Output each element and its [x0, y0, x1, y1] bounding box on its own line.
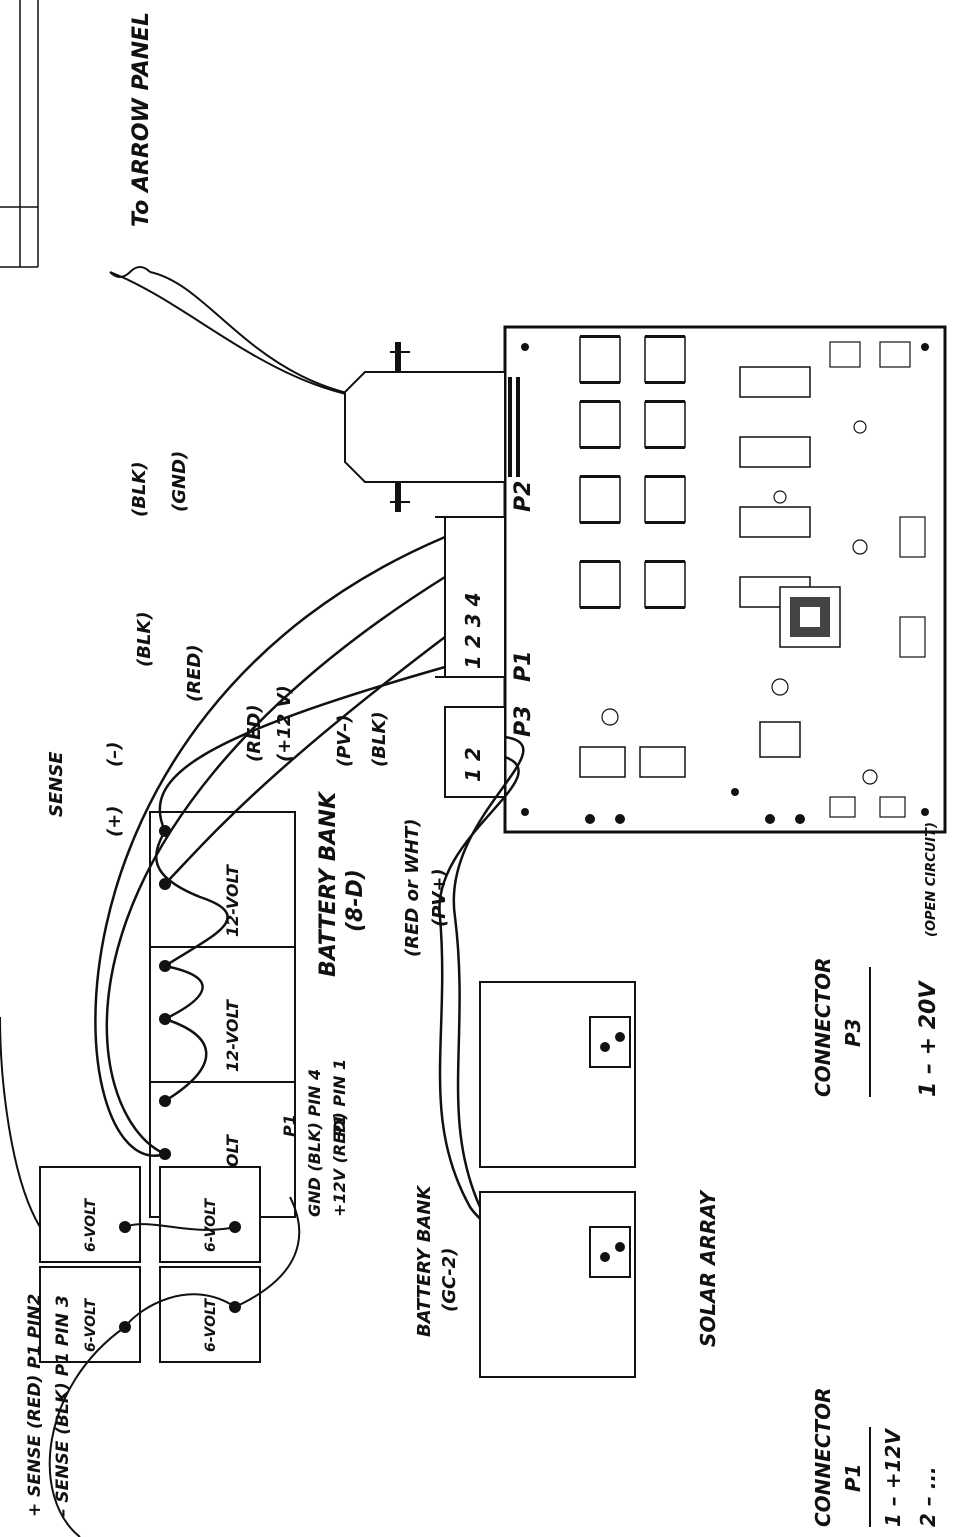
battery-bank-gc2 [39, 1166, 261, 1363]
sense-plus-label: (+) [104, 805, 125, 837]
blk-wire-label-1: (BLK) [134, 611, 155, 667]
gnd-note-2: GND (BLK) PIN 4 [305, 1069, 324, 1217]
sense-minus-note: – SENSE (BLK) P1 PIN 3 [53, 1295, 73, 1517]
p3-label: P3 [511, 706, 536, 737]
connector-p3: 1 2 [444, 706, 506, 798]
connector-p3-table: CONNECTOR P3 1 – + 20V (OPEN CIRCUIT) [811, 822, 941, 1097]
battery-12v-label-2: 12-VOLT [223, 999, 242, 1072]
pv-minus-label: (PV–) [334, 714, 355, 767]
gnd-note-1: P1 [280, 1114, 299, 1137]
blk-wire-label-2: (BLK) [129, 461, 150, 517]
battery-6v-label-3: 6-VOLT [203, 1297, 219, 1352]
gnd-note-3: P1 [330, 1114, 349, 1137]
red-wht-label: (RED or WHT) [402, 818, 423, 957]
p2-label: P2 [511, 481, 536, 512]
battery-6v-label-4: 6-VOLT [203, 1197, 219, 1252]
connector-p1-row-1: 1 – +12V [881, 1428, 905, 1527]
battery-bank-8d-label: BATTERY BANK [316, 790, 341, 977]
p1-label: P1 [511, 651, 536, 682]
battery-bank-gc2-sublabel: (GC-2) [439, 1248, 460, 1312]
v12-note: +12V (RED) PIN 1 [330, 1059, 349, 1217]
battery-bank-8d-sublabel: (8-D) [343, 869, 368, 932]
to-arrow-panel-label: To ARROW PANEL [129, 12, 154, 227]
connector-p1-title: CONNECTOR [811, 1387, 835, 1527]
p3-pins-label: 1 2 [461, 747, 485, 782]
solar-array-label: SOLAR ARRAY [696, 1189, 720, 1347]
connector-p3-title: CONNECTOR [811, 957, 835, 1097]
p1-pins-label: 1 2 3 4 [461, 592, 485, 669]
battery-6v-label-2: 6-VOLT [83, 1197, 99, 1252]
battery-6v-label-1: 6-VOLT [83, 1297, 99, 1352]
connector-p1: 1 2 3 4 [435, 516, 506, 678]
sense-minus-label: (–) [104, 742, 125, 767]
gnd-wire-label: (GND) [169, 451, 190, 512]
sense-label: SENSE [46, 751, 67, 817]
connector-p3-note: (OPEN CIRCUIT) [924, 822, 939, 937]
pv-blk-label: (BLK) [369, 711, 390, 767]
connector-p1-name: P1 [841, 1463, 865, 1492]
sense-plus-note: + SENSE (RED) P1 PIN2 [25, 1294, 45, 1517]
battery-12v-label-1: 12-VOLT [223, 864, 242, 937]
connector-p3-row-1: 1 – + 20V [916, 980, 941, 1097]
battery-bank-gc2-label: BATTERY BANK [414, 1184, 435, 1337]
red-12v-label-b: (+12 V) [274, 685, 295, 762]
circuit-board [344, 325, 947, 834]
red-12v-label-a: (RED) [244, 704, 265, 762]
solar-array [479, 981, 636, 1378]
title-block [0, 0, 39, 268]
connector-p1-row-2: 2 – ... [916, 1466, 940, 1527]
connector-p3-name: P3 [841, 1018, 865, 1047]
red-wire-label: (RED) [184, 644, 205, 702]
connector-p1-table: CONNECTOR P1 1 – +12V 2 – ... [811, 1387, 940, 1527]
